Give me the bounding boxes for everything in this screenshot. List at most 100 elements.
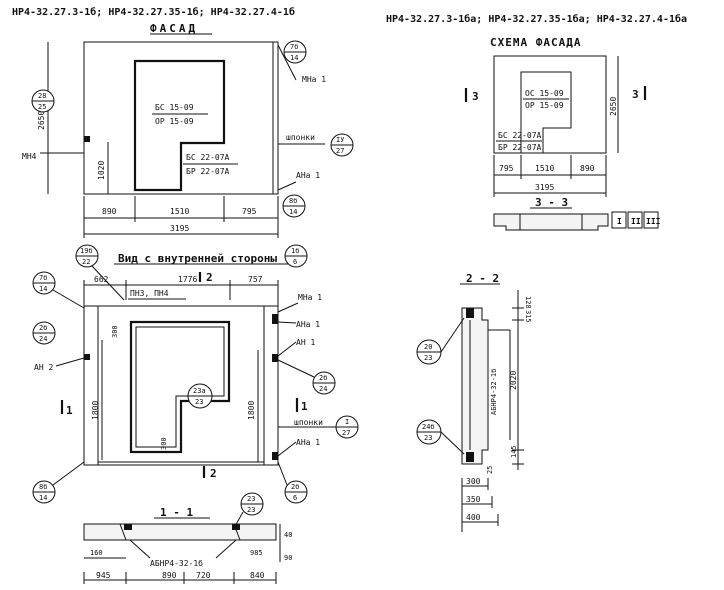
s11-bubble-top: 23 — [247, 495, 255, 503]
inner-cut-1-left: 1 — [66, 404, 73, 417]
facade-bubble-br-top: 8б — [289, 197, 297, 205]
header-right: НР4-32.27.3-1бa; НР4-32.27.35-1бa; НР4-3… — [386, 13, 687, 25]
inner-bubble-a-bottom: 22 — [82, 258, 90, 266]
s22-dim-350: 350 — [466, 495, 481, 504]
inner-bubble-e-bottom: 24 — [319, 385, 327, 393]
s11-dim-945: 945 — [96, 571, 111, 580]
facade-bubble-tr-top: 7б — [290, 43, 298, 51]
facade-mn4: МН4 — [22, 152, 37, 161]
facade-bubble-br-bottom: 14 — [289, 208, 297, 216]
inner-bubble-i-bottom: 6 — [293, 494, 297, 502]
inner-shponki: шпонки — [294, 418, 323, 427]
s11-dim-160: 160 — [90, 549, 103, 557]
inner-ana1-bottom: АНа 1 — [296, 438, 320, 447]
facade-mna1: МНа 1 — [302, 75, 326, 84]
facade-window-top: БС 15-09 — [155, 103, 194, 112]
section-1-1: 1 - 1 23 23 АБНР4-32-1б 160 985 90 40 94… — [83, 492, 292, 584]
s11-dim-840: 840 — [250, 571, 265, 580]
facade-title: ФАСАД — [150, 22, 198, 35]
inner-view: Вид с внутренней стороны 662 1776 757 2 … — [32, 244, 359, 504]
inner-bubble-b-top: 1б — [291, 247, 299, 255]
inner-mna1: МНа 1 — [298, 293, 322, 302]
facade-dim-low: 1020 — [97, 161, 106, 180]
scheme-door-top: БС 22-07А — [498, 131, 542, 140]
s22-dim-300: 300 — [466, 477, 481, 486]
s22-bubble-top-top: 20 — [424, 343, 432, 351]
inner-bubble-h-top: 8б — [39, 483, 47, 491]
inner-dim-1800-right: 1800 — [247, 401, 256, 420]
s11-section — [83, 523, 277, 541]
inner-pn: ПН3, ПН4 — [130, 289, 169, 298]
inner-bubble-f-bottom: 23 — [195, 398, 203, 406]
scheme-dim-890: 890 — [580, 164, 595, 173]
header-left: НР4-32.27.3-1б; НР4-32.27.35-1б; НР4-32.… — [12, 6, 295, 18]
s22-label: АБНР4-32-1б — [490, 369, 498, 415]
inner-bubble-g-bottom: 27 — [342, 429, 350, 437]
scheme-panel — [493, 55, 607, 154]
section-3-3: 3 - 3 I II III — [493, 196, 661, 231]
scheme-dim-height: 2650 — [609, 97, 618, 116]
s11-dim-720: 720 — [196, 571, 211, 580]
facade-bubble-left-top: 28 — [38, 92, 46, 100]
section-2-2: 2 - 2 АБНР4-32-1б 20 23 24б 23 128 315 2… — [416, 272, 532, 532]
facade-bubble-tr-bottom: 14 — [290, 54, 298, 62]
inner-cut-1-right: 1 — [301, 400, 308, 413]
facade-door-bottom: БР 22-07А — [186, 167, 230, 176]
s33-mark-2: II — [631, 217, 641, 226]
s11-dim-985: 985 — [250, 549, 263, 557]
inner-bubble-c-bottom: 14 — [39, 285, 47, 293]
inner-dim-300-top: 300 — [111, 325, 119, 338]
inner-bubble-i-top: 2б — [291, 483, 299, 491]
inner-dim-662: 662 — [94, 275, 109, 284]
facade-door-top: БС 22-07А — [186, 153, 230, 162]
s22-dim-2020: 2020 — [509, 371, 518, 390]
inner-dim-1776: 1776 — [178, 275, 197, 284]
s11-dim-90: 90 — [284, 554, 292, 562]
s33-mark-3: III — [646, 217, 661, 226]
inner-dim-300-bottom: 300 — [160, 437, 168, 450]
s22-dim-25: 25 — [486, 466, 494, 474]
scheme-dim-total: 3195 — [535, 183, 554, 192]
inner-cut-2-top: 2 — [206, 271, 213, 284]
s11-dim-890: 890 — [162, 571, 177, 580]
s11-bubble-bottom: 23 — [247, 506, 255, 514]
s22-bubble-top-bottom: 23 — [424, 354, 432, 362]
s22-dim-400: 400 — [466, 513, 481, 522]
facade-bubble-mid-top: IУ — [336, 136, 344, 144]
facade-bubble-left-bottom: 25 — [38, 103, 46, 111]
inner-dim-757: 757 — [248, 275, 263, 284]
inner-bubble-c-top: 7б — [39, 274, 47, 282]
s22-bubble-bot-bottom: 23 — [424, 434, 432, 442]
facade-dim-795: 795 — [242, 207, 257, 216]
inner-bubble-a-top: 19б — [80, 247, 93, 255]
inner-cut-2-bottom: 2 — [210, 467, 217, 480]
inner-an2: АН 2 — [34, 363, 53, 372]
facade-dim-890: 890 — [102, 207, 117, 216]
inner-opening — [129, 320, 231, 454]
facade-ana1: АНа 1 — [296, 171, 320, 180]
s33-mark-1: I — [617, 217, 622, 226]
s22-section — [461, 307, 489, 465]
s11-dim-40: 40 — [284, 531, 292, 539]
inner-bubble-d-bottom: 24 — [39, 335, 47, 343]
s33-section — [493, 213, 609, 231]
s22-dim-145: 145 — [510, 445, 518, 458]
s22-title: 2 - 2 — [466, 272, 499, 285]
scheme-cut-right: 3 — [632, 88, 639, 101]
facade-panel — [83, 41, 279, 195]
inner-title: Вид с внутренней стороны — [118, 252, 277, 265]
inner-bubble-b-bottom: 6 — [293, 258, 297, 266]
inner-bubble-e-top: 2б — [319, 374, 327, 382]
scheme-dim-1510: 1510 — [535, 164, 554, 173]
facade-view: ФАСАД БС 15-09 ОР 15-09 БС 22-07А БР 22-… — [22, 22, 354, 238]
s22-bubble-bot-top: 24б — [422, 423, 435, 431]
facade-opening — [133, 59, 226, 192]
s22-dim-128: 128 — [524, 296, 532, 309]
scheme-cut-left: 3 — [472, 90, 479, 103]
s11-label: АБНР4-32-1б — [150, 558, 203, 568]
scheme-window-top: ОС 15-09 — [525, 89, 564, 98]
s33-title: 3 - 3 — [535, 196, 568, 209]
s11-title: 1 - 1 — [160, 506, 193, 519]
facade-window-bottom: ОР 15-09 — [155, 117, 194, 126]
